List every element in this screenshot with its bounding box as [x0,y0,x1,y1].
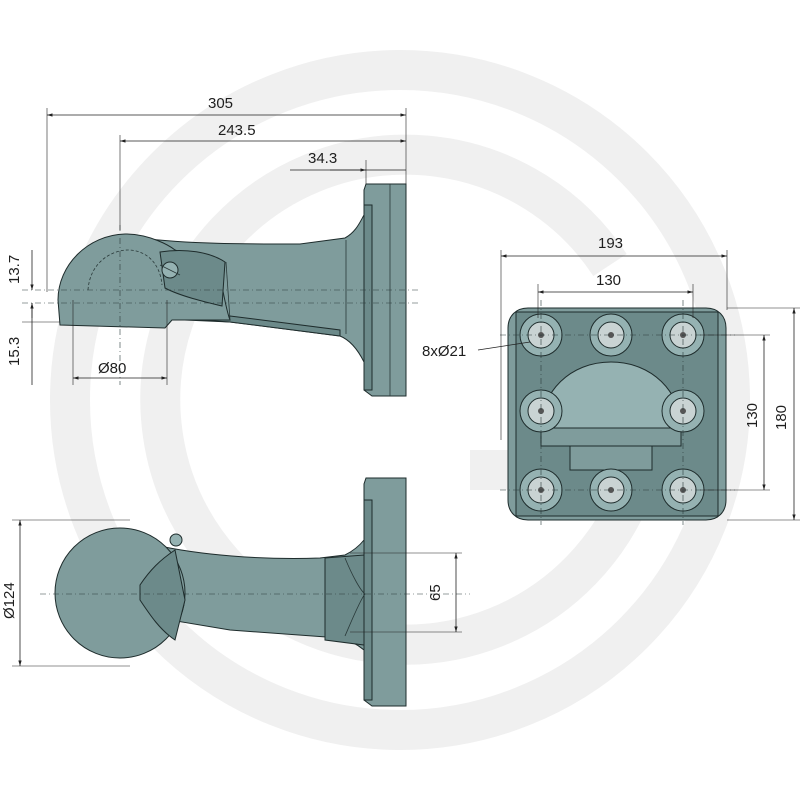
dim-130-vertical: 130 [744,403,761,428]
dim-305: 305 [208,95,233,112]
dim-15-3: 15.3 [6,337,23,366]
top-view-dimensions: Ø124 65 [1,519,462,667]
dim-180: 180 [773,405,790,430]
dim-diameter-124: Ø124 [1,582,18,619]
dim-34-3: 34.3 [308,150,337,167]
dim-130-horizontal: 130 [596,272,621,289]
top-view-part [40,477,470,707]
plate-view-part [500,300,735,525]
dim-diameter-80: Ø80 [98,360,126,377]
plate-view-dimensions: 193 130 130 180 8xØ21 [422,235,800,521]
dim-193: 193 [598,235,623,252]
watermark-logo [50,50,750,750]
dim-243-5: 243.5 [218,122,256,139]
dim-holes-8x21: 8xØ21 [422,343,466,360]
dim-65: 65 [427,584,444,601]
side-view-part [22,183,420,397]
side-view-dimensions: 305 243.5 34.3 13.7 15.3 Ø80 [6,95,407,385]
dim-13-7: 13.7 [6,255,23,284]
mounting-holes [519,313,705,512]
